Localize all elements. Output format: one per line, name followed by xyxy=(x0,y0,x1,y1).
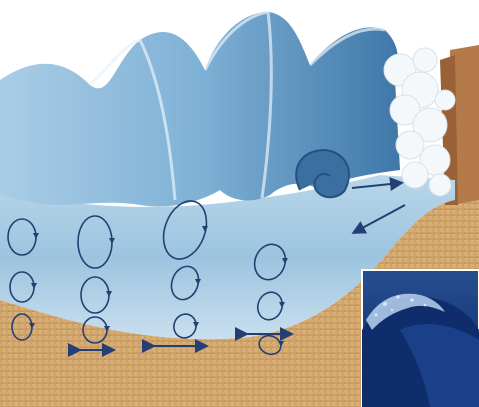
breaking-wave-curl xyxy=(296,150,349,197)
inset-photo xyxy=(362,270,479,407)
